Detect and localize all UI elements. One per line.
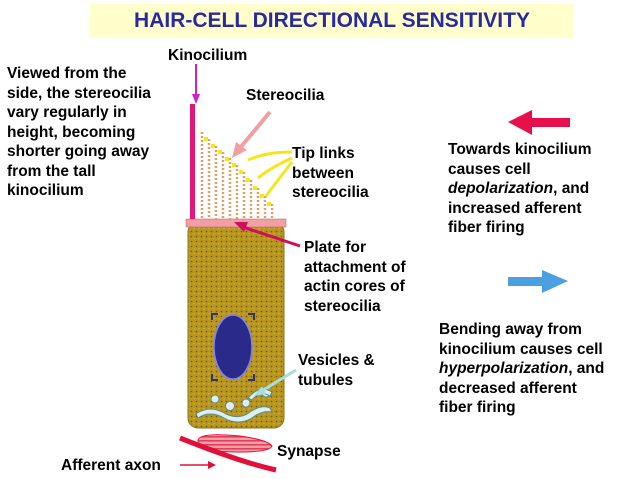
tip-links (204, 137, 271, 206)
away-line-5: fiber firing (439, 399, 516, 416)
nucleus (213, 314, 253, 380)
viewed-from-side-text: Viewed from the side, the stereocilia va… (7, 65, 151, 199)
plate-pointer (239, 224, 301, 248)
depolarization-term: depolarization (448, 180, 554, 197)
towards-line-1: Towards kinocilium (448, 141, 592, 158)
away-line-1: Bending away from (439, 321, 582, 338)
kinocilium (190, 104, 195, 219)
away-line-3: hyperpolarization, and (439, 360, 605, 377)
kinocilium-label: Kinocilium (168, 47, 248, 64)
tip-links-pointer-1 (247, 150, 293, 162)
towards-kinocilium-text: Towards kinocilium causes cell depolariz… (448, 140, 592, 238)
afferent-axon-fiber (179, 435, 277, 473)
tip-links-label: Tip links between stereocilia (292, 145, 369, 201)
towards-line-3: depolarization, and (448, 180, 590, 197)
towards-line-5: fiber firing (448, 219, 525, 236)
tip-links-pointer-3 (264, 161, 294, 197)
towards-line-2: causes cell (448, 160, 531, 178)
away-arrow (508, 270, 568, 293)
vesicles-tubules (195, 388, 273, 423)
synapse-label: Synapse (277, 443, 341, 460)
afferent-axon-label: Afferent axon (61, 457, 161, 474)
diagram-title: HAIR-CELL DIRECTIONAL SENSITIVITY (90, 4, 574, 38)
hyperpolarization-term: hyperpolarization (439, 360, 569, 377)
away-from-kinocilium-text: Bending away from kinocilium causes cell… (439, 320, 604, 418)
away-line-4: decreased afferent (439, 379, 577, 397)
stereocilia-group (200, 132, 274, 219)
tip-links-pointer-2 (257, 156, 293, 180)
stereocilia-pointer (238, 110, 272, 150)
vesicles-pointer (259, 368, 297, 394)
towards-arrow (508, 110, 570, 135)
plate-label: Plate for attachment of actin cores of s… (304, 239, 406, 315)
away-line-2: kinocilium causes cell (439, 340, 603, 358)
stereocilia-label: Stereocilia (246, 87, 325, 104)
vesicles-label: Vesicles & tubules (298, 352, 375, 389)
towards-line-4: increased afferent (448, 199, 582, 217)
